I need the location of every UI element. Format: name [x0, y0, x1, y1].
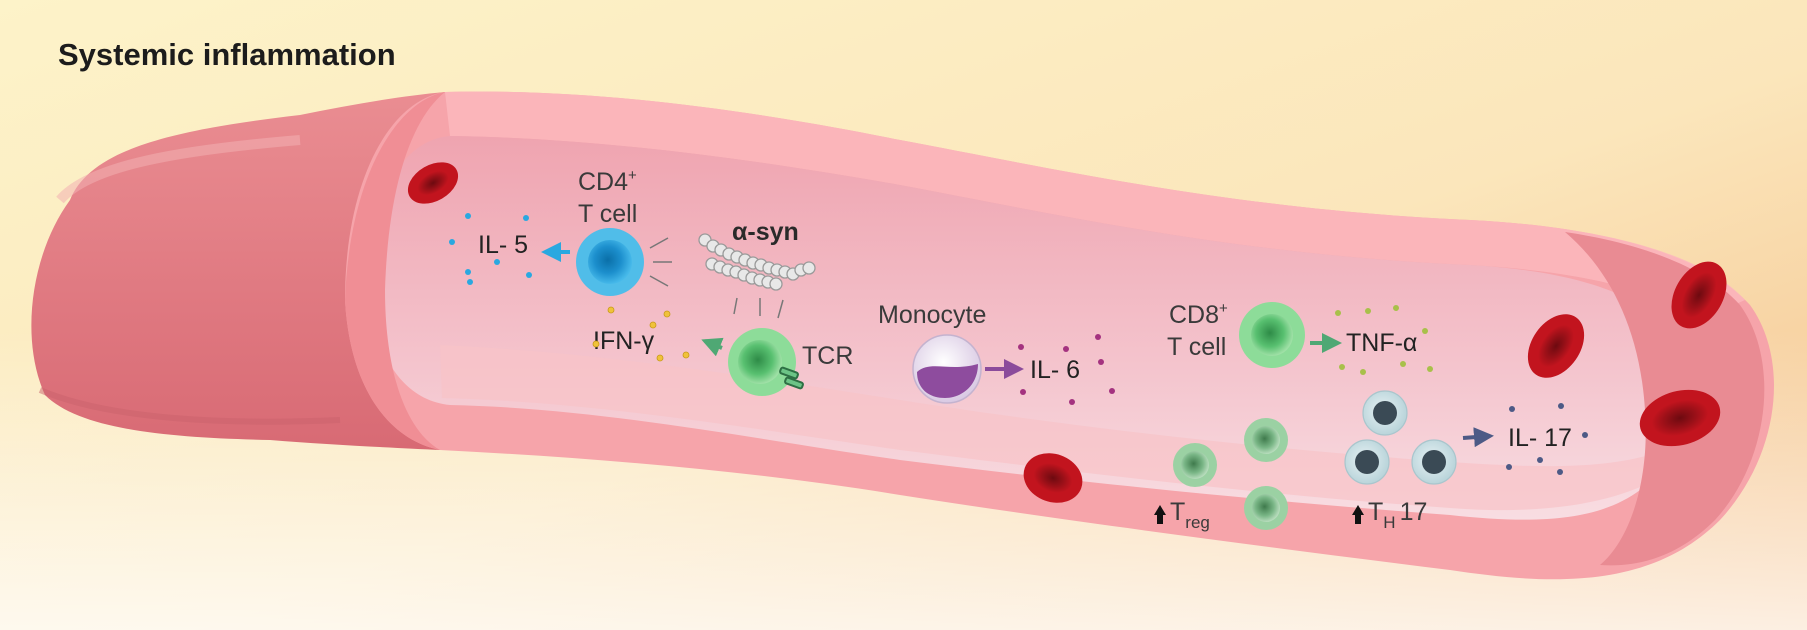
red-blood-cell-icon: [1527, 314, 1585, 378]
red-blood-cell-icon: [407, 162, 459, 204]
treg-label: Treg: [1170, 498, 1210, 532]
cd8-label: CD8+: [1169, 300, 1228, 329]
il5-label: IL- 5: [478, 231, 528, 259]
cd8-t-cell-group: CD8+ T cell TNF-α: [1167, 300, 1433, 375]
alpha-syn-label: α-syn: [732, 218, 799, 246]
red-blood-cell-icon: [1639, 389, 1721, 447]
treg-group: Treg: [1154, 418, 1288, 532]
vessel-lumen: [370, 136, 1679, 520]
tcr-t-cell-group: TCR IFN-γ: [592, 306, 853, 396]
arrow-icon: [1462, 427, 1494, 448]
up-arrow-icon: [1154, 505, 1166, 524]
cd4-t-cell-group: CD4+ T cell IL- 5: [449, 167, 672, 296]
il6-label: IL- 6: [1030, 356, 1080, 384]
red-blood-cell-icon: [1023, 453, 1083, 503]
red-blood-cell-icon: [1671, 261, 1727, 329]
cd8-label-line2: T cell: [1167, 333, 1226, 361]
ifng-label: IFN-γ: [593, 327, 655, 355]
il17-dots: [1506, 403, 1588, 475]
il17-label: IL- 17: [1508, 424, 1572, 452]
alpha-synuclein-chain-icon: [698, 233, 816, 291]
red-blood-cells: [407, 162, 1727, 503]
alpha-synuclein-group: α-syn: [698, 218, 816, 319]
up-arrow-icon: [1352, 505, 1364, 524]
arrow-icon: [701, 337, 724, 357]
ifng-dots: [592, 306, 690, 362]
cd4-label: CD4+: [578, 167, 637, 196]
il5-dots: [449, 213, 532, 285]
vessel-outer-wall: [31, 92, 446, 450]
monocyte-group: Monocyte IL- 6: [878, 301, 1115, 405]
tcr-label: TCR: [802, 342, 853, 370]
il6-dots: [1018, 334, 1115, 405]
tnfa-dots: [1335, 305, 1433, 375]
diagram-title: Systemic inflammation: [58, 37, 396, 72]
cd4-label-line2: T cell: [578, 200, 637, 228]
monocyte-label: Monocyte: [878, 301, 986, 329]
tnfa-label: TNF-α: [1346, 329, 1417, 357]
